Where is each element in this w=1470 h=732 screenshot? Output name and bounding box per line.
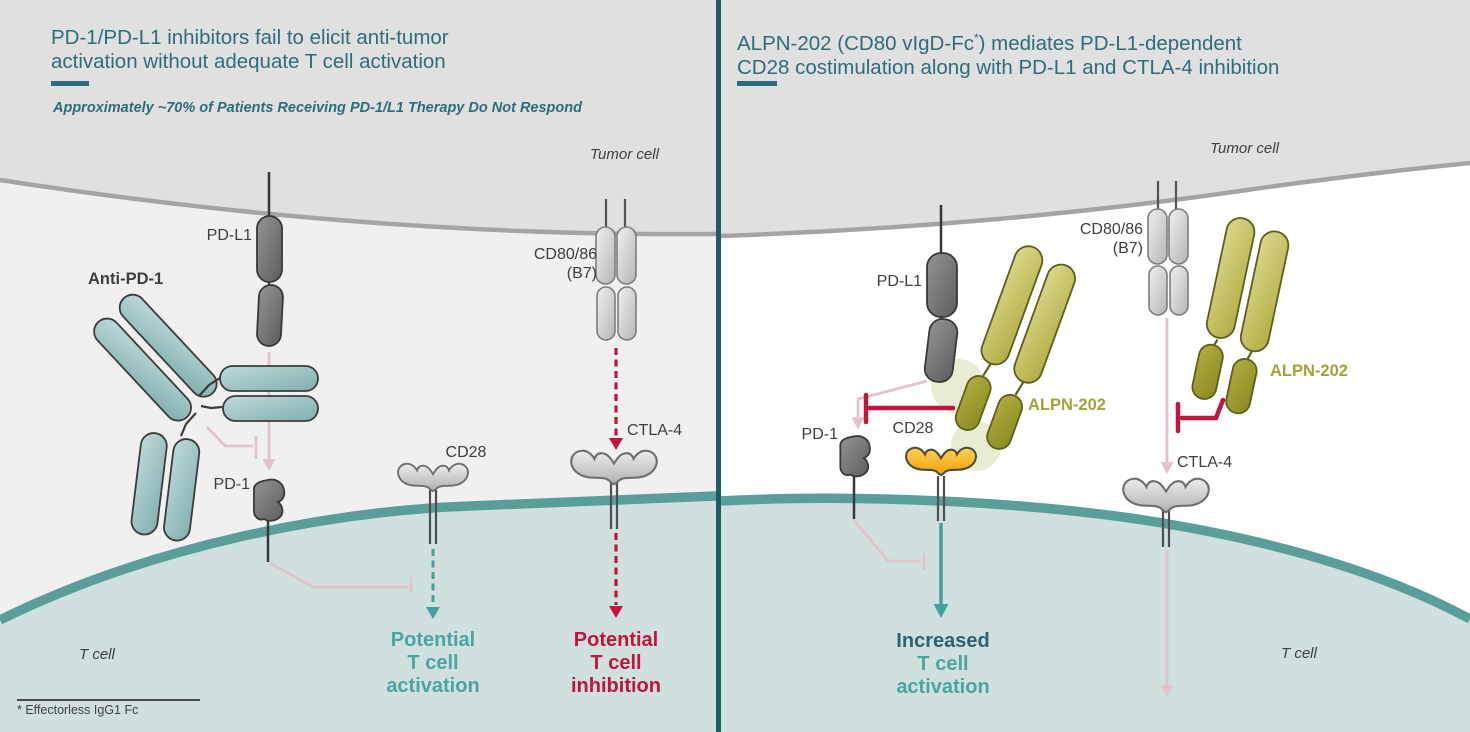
potential-inhibition-text: Potential T cell inhibition: [536, 629, 696, 698]
right-panel-title: ALPN-202 (CD80 vIgD-Fc*) mediates PD-L1-…: [737, 26, 1397, 80]
tumor-cell-region-right: [720, 0, 1470, 234]
footnote-divider: [17, 699, 200, 701]
alpn-202-molecule-1: [954, 245, 1076, 450]
panel-divider: [716, 0, 721, 732]
ctla-4-label-right: CTLA-4: [1177, 454, 1233, 471]
anti-pd-1-antibody: [93, 293, 319, 542]
antibody-hinge: [179, 377, 223, 437]
pd-l1-molecule-right: [923, 205, 959, 383]
t-cell-activation-arrow-left: [426, 549, 440, 619]
pd-l1-to-pd-1-arrow-right: [851, 379, 928, 430]
left-title-underline: [51, 81, 89, 86]
right-panel-scene: [718, 0, 1470, 732]
cd80-86-dimer-right: [1147, 181, 1189, 316]
potential-activation-line1: Potential: [390, 629, 476, 651]
ctla-4-label-left: CTLA-4: [627, 422, 683, 439]
increased-activation-line1: Increased: [896, 630, 990, 652]
potential-inhibition-line3: inhibition: [571, 675, 661, 697]
potential-inhibition-line1: Potential: [573, 629, 659, 651]
anti-pd-1-label: Anti-PD-1: [88, 270, 164, 288]
right-title-line1-pre: ALPN-202 (CD80 vIgD-Fc: [737, 31, 974, 55]
alpn-202-label-1: ALPN-202: [1028, 396, 1106, 414]
right-title-line2: CD28 costimulation along with PD-L1 and …: [737, 55, 1280, 79]
t-cell-inhibition-arrow-left: [609, 533, 623, 618]
cd28-receptor-right: [905, 446, 977, 521]
cd80-86-label-left: CD80/86 (B7): [520, 245, 597, 283]
cd80-86-label-left-line1: CD80/86: [533, 246, 597, 263]
t-cell-label-right: T cell: [1281, 645, 1317, 662]
potential-activation-text: Potential T cell activation: [353, 629, 513, 698]
alpn-202-label-2: ALPN-202: [1270, 362, 1348, 380]
left-panel-subtitle: Approximately ~70% of Patients Receiving…: [53, 100, 582, 116]
increased-activation-text: Increased T cell activation: [863, 630, 1023, 699]
right-title-asterisk: *: [973, 31, 979, 45]
pd-l1-molecule-left: [256, 172, 284, 347]
tumor-cell-label-right: Tumor cell: [1210, 140, 1279, 157]
pd-1-inhibit-signal-left: [269, 561, 413, 592]
footnote-text: * Effectorless IgG1 Fc: [17, 703, 139, 717]
tumor-cell-membrane-right: [719, 160, 1470, 239]
cd80-86-label-right-line1: CD80/86: [1079, 221, 1143, 238]
pd-1-inhibit-signal-right: [851, 518, 926, 570]
cd28-label-right: CD28: [892, 420, 934, 437]
increased-activation-arrow: [933, 523, 949, 618]
t-cell-membrane-left: [0, 491, 717, 625]
t-cell-label-left: T cell: [79, 646, 115, 663]
alpn-202-molecule-2: [1191, 217, 1290, 415]
left-panel-title: PD-1/PD-L1 inhibitors fail to elicit ant…: [51, 26, 611, 74]
tumor-cell-region-left: [0, 0, 716, 235]
ctla4-weak-signal-arrow: [1160, 550, 1174, 697]
cd28-receptor-left: [397, 462, 469, 544]
cd80-86-label-right-line2: (B7): [1112, 240, 1143, 257]
cd80-ctla4-arrow-upper: [609, 348, 623, 450]
ctla-4-receptor-right: [1122, 477, 1210, 547]
pd-1-receptor-right: [839, 435, 871, 519]
left-panel-scene: [0, 0, 718, 732]
cd80-ctla4-arrow-right: [1160, 318, 1174, 474]
cd80-86-label-left-line2: (B7): [566, 265, 597, 282]
tumor-cell-label-left: Tumor cell: [590, 146, 659, 163]
left-title-line1: PD-1/PD-L1 inhibitors fail to elicit ant…: [51, 26, 449, 49]
potential-inhibition-line2: T cell: [590, 652, 642, 674]
increased-activation-line3: activation: [896, 676, 990, 698]
t-cell-membrane-right: [719, 493, 1470, 624]
right-title-line1-post: ) mediates PD-L1-dependent: [978, 31, 1242, 55]
cd28-label-left: CD28: [445, 444, 487, 461]
pd-l1-label-right: PD-L1: [876, 273, 922, 290]
potential-activation-line3: activation: [386, 675, 480, 697]
pd-1-label-right: PD-1: [801, 426, 838, 443]
ctla-4-pathway-block-bar: [1175, 397, 1226, 434]
cd80-86-dimer-left: [595, 199, 637, 341]
pd-l1-label-left: PD-L1: [206, 227, 252, 244]
cd80-86-label-right: CD80/86 (B7): [1066, 220, 1143, 258]
ctla-4-receptor-left: [570, 449, 658, 529]
pd-1-pathway-block-bar: [863, 392, 956, 425]
pd-1-receptor-left: [253, 478, 286, 562]
potential-activation-line2: T cell: [407, 652, 459, 674]
pd-1-label-left: PD-1: [213, 476, 250, 493]
right-title-underline: [737, 81, 777, 86]
left-title-line2: activation without adequate T cell activ…: [51, 50, 446, 73]
t-cell-region-right: [720, 494, 1470, 732]
right-title-line1: ALPN-202 (CD80 vIgD-Fc*) mediates PD-L1-…: [737, 26, 1397, 56]
anti-pd-1-block-line: [205, 426, 258, 459]
increased-activation-line2: T cell: [917, 653, 969, 675]
